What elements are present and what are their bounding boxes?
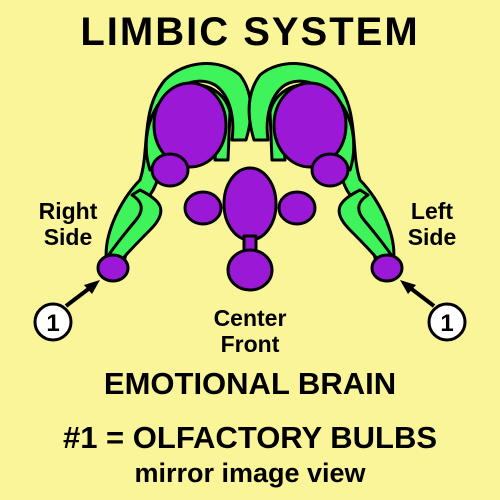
label-center-line1: Center bbox=[213, 305, 287, 331]
purple-hippocampus-left-side bbox=[272, 81, 348, 169]
purple-mid-nucleus-right-side bbox=[150, 152, 190, 188]
label-right-side-line1: Right bbox=[38, 198, 98, 224]
olfactory-bulb-left-side bbox=[370, 253, 404, 283]
label-center-front: Center Front bbox=[190, 305, 310, 357]
center-structures bbox=[222, 166, 278, 292]
marker-circle-left-side bbox=[427, 302, 467, 342]
central-bulb bbox=[226, 248, 274, 292]
purple-mid-nucleus-left-side bbox=[310, 152, 350, 188]
marker-circle-right-side bbox=[33, 302, 73, 342]
label-left-side-line1: Left bbox=[410, 198, 454, 224]
arrow-right-side bbox=[64, 280, 100, 308]
label-left-side-line2: Side bbox=[407, 224, 457, 250]
hemisphere-left-side bbox=[247, 62, 396, 270]
label-left-side: Left Side bbox=[392, 198, 472, 250]
purple-lower-nucleus-left-side bbox=[277, 190, 317, 226]
legend-text: #1 = OLFACTORY BULBS bbox=[62, 420, 438, 455]
hemisphere-right-side bbox=[104, 62, 253, 270]
arrow-left-side bbox=[400, 280, 436, 308]
label-right-side: Right Side bbox=[28, 198, 108, 250]
subtitle: EMOTIONAL BRAIN bbox=[103, 366, 397, 401]
central-body bbox=[222, 166, 278, 242]
label-center-line2: Front bbox=[220, 331, 280, 357]
marker-number-left-side: 1 bbox=[440, 310, 453, 337]
label-right-side-line2: Side bbox=[43, 224, 93, 250]
purple-lower-nucleus-right-side bbox=[183, 190, 223, 226]
marker-number-right-side: 1 bbox=[46, 310, 59, 337]
caption-text: mirror image view bbox=[134, 458, 366, 488]
diagram-title: LIMBIC SYSTEM bbox=[80, 10, 420, 54]
purple-hippocampus-right-side bbox=[152, 81, 228, 169]
olfactory-bulb-right-side bbox=[96, 253, 130, 283]
